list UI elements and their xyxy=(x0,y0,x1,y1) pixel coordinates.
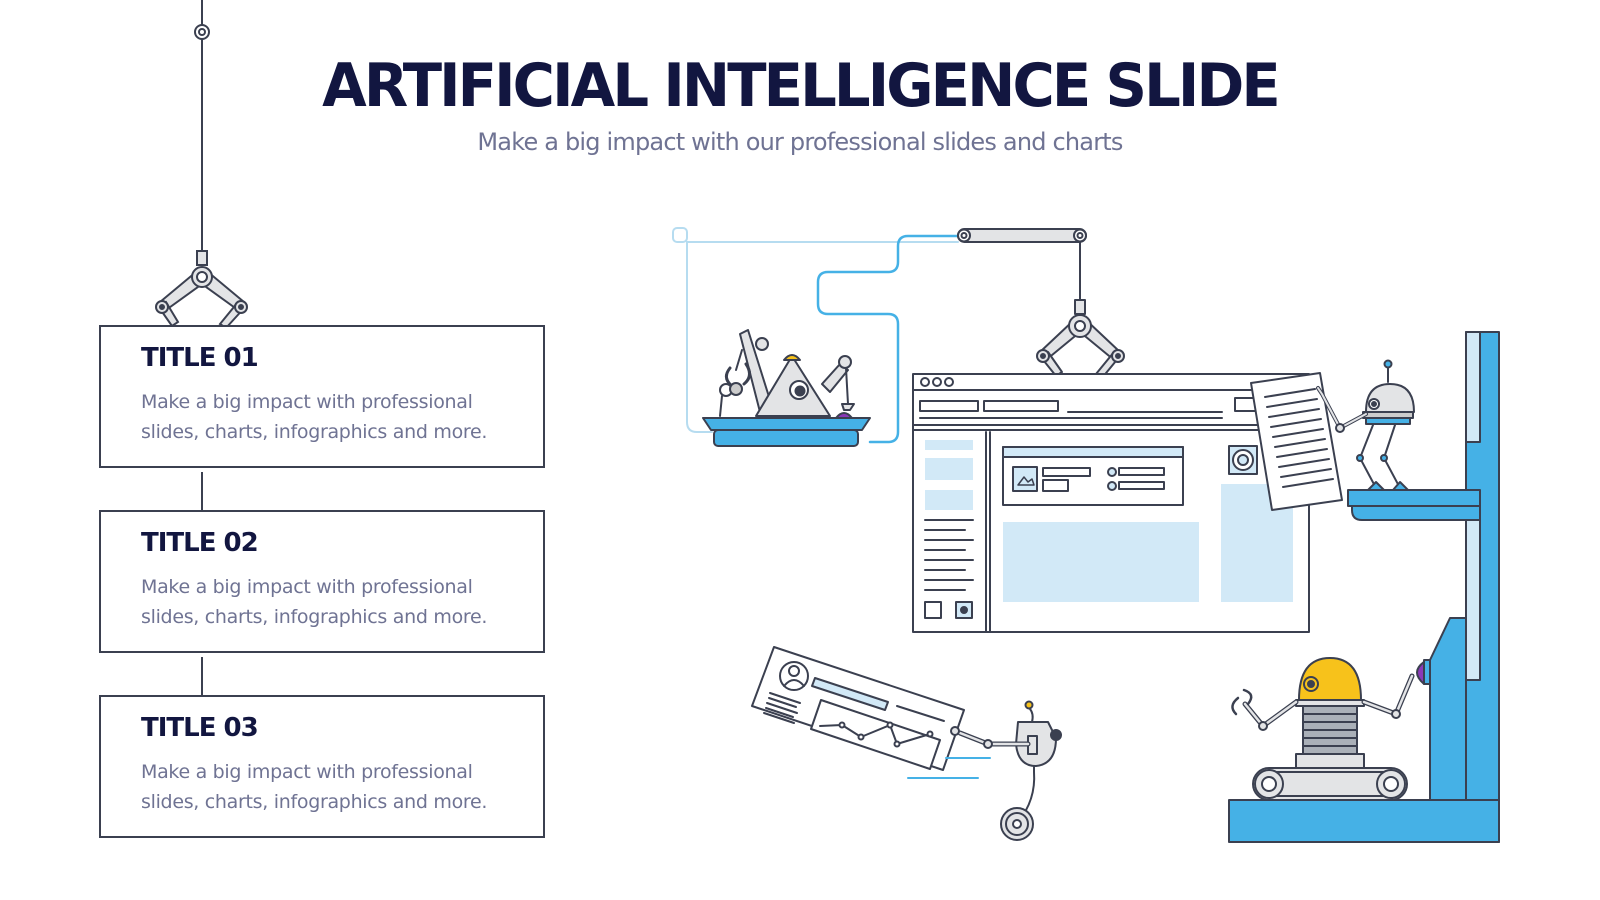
card-text: Make a big impact with professional slid… xyxy=(141,391,488,443)
slide-subtitle: Make a big impact with our professional … xyxy=(477,128,1123,156)
yellow-robot-icon xyxy=(1231,657,1415,801)
rail-connector-2 xyxy=(201,657,203,697)
chart-card-icon xyxy=(751,646,965,771)
card-text: Make a big impact with professional slid… xyxy=(141,576,488,628)
card-text: Make a big impact with professional slid… xyxy=(141,761,488,813)
walking-robot-icon xyxy=(1316,359,1415,491)
robotic-claw-icon xyxy=(155,24,248,330)
document-icon xyxy=(1250,372,1343,511)
info-card-2: TITLE 02 Make a big impact with professi… xyxy=(99,510,545,653)
rail-connector-1 xyxy=(201,472,203,512)
card-title: TITLE 03 xyxy=(141,713,259,743)
robotic-claw-icon xyxy=(1036,299,1125,382)
machine-tower-icon xyxy=(1228,331,1500,843)
info-card-3: TITLE 03 Make a big impact with professi… xyxy=(99,695,545,838)
small-robot-icon xyxy=(950,700,1062,841)
conveyor-bar-icon xyxy=(957,228,1087,301)
card-title: TITLE 02 xyxy=(141,528,259,558)
rail-top xyxy=(201,0,203,255)
browser-window-icon xyxy=(912,373,1310,633)
slide-title: ARTIFICIAL INTELLIGENCE SLIDE xyxy=(322,51,1281,121)
robot-boat-icon xyxy=(702,329,871,447)
wire-icon xyxy=(672,227,959,433)
card-title: TITLE 01 xyxy=(141,343,259,373)
info-card-1: TITLE 01 Make a big impact with professi… xyxy=(99,325,545,468)
